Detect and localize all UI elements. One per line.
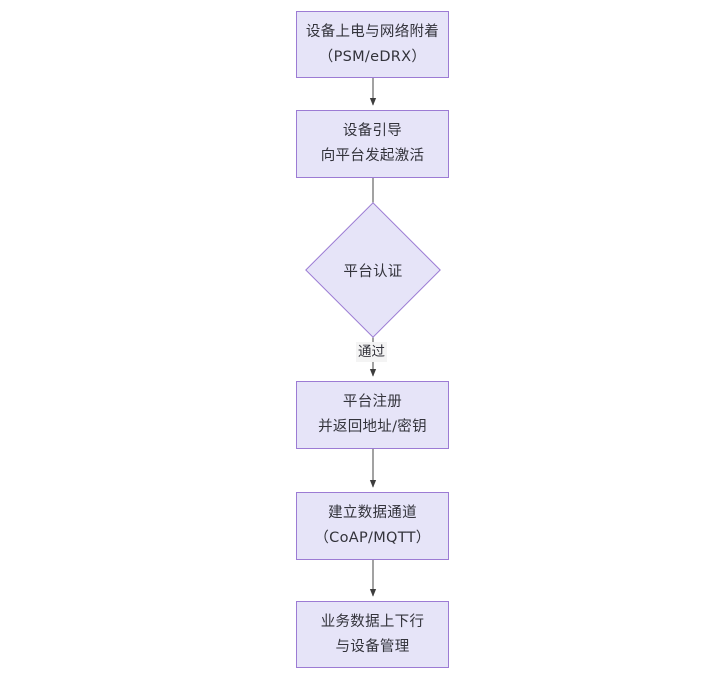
edge-label-pass: 通过: [356, 342, 387, 362]
node-label-line1: 平台注册: [342, 394, 403, 410]
node-label-line2: （CoAP/MQTT）: [314, 530, 431, 546]
node-label-line1: 平台认证: [343, 263, 403, 280]
node-label-line1: 建立数据通道: [328, 505, 417, 521]
node-label-line1: 业务数据上下行: [320, 613, 425, 630]
node-label-line1: 设备引导: [342, 123, 403, 139]
node-establish-data-channel[interactable]: 建立数据通道 （CoAP/MQTT）: [296, 492, 449, 560]
node-label-line2: 向平台发起激活: [320, 148, 425, 164]
node-label-line2: （PSM/eDRX）: [318, 48, 427, 65]
node-business-data-and-device-management[interactable]: 业务数据上下行 与设备管理: [296, 601, 449, 668]
node-label-line1: 设备上电与网络附着: [305, 23, 440, 40]
node-label-line2: 与设备管理: [335, 638, 410, 655]
node-platform-registration[interactable]: 平台注册 并返回地址/密钥: [296, 381, 449, 449]
node-device-power-on[interactable]: 设备上电与网络附着 （PSM/eDRX）: [296, 11, 449, 78]
node-device-bootstrap[interactable]: 设备引导 向平台发起激活: [296, 110, 449, 178]
node-platform-authentication[interactable]: 平台认证: [305, 202, 441, 338]
node-label-line2: 并返回地址/密钥: [318, 419, 427, 435]
